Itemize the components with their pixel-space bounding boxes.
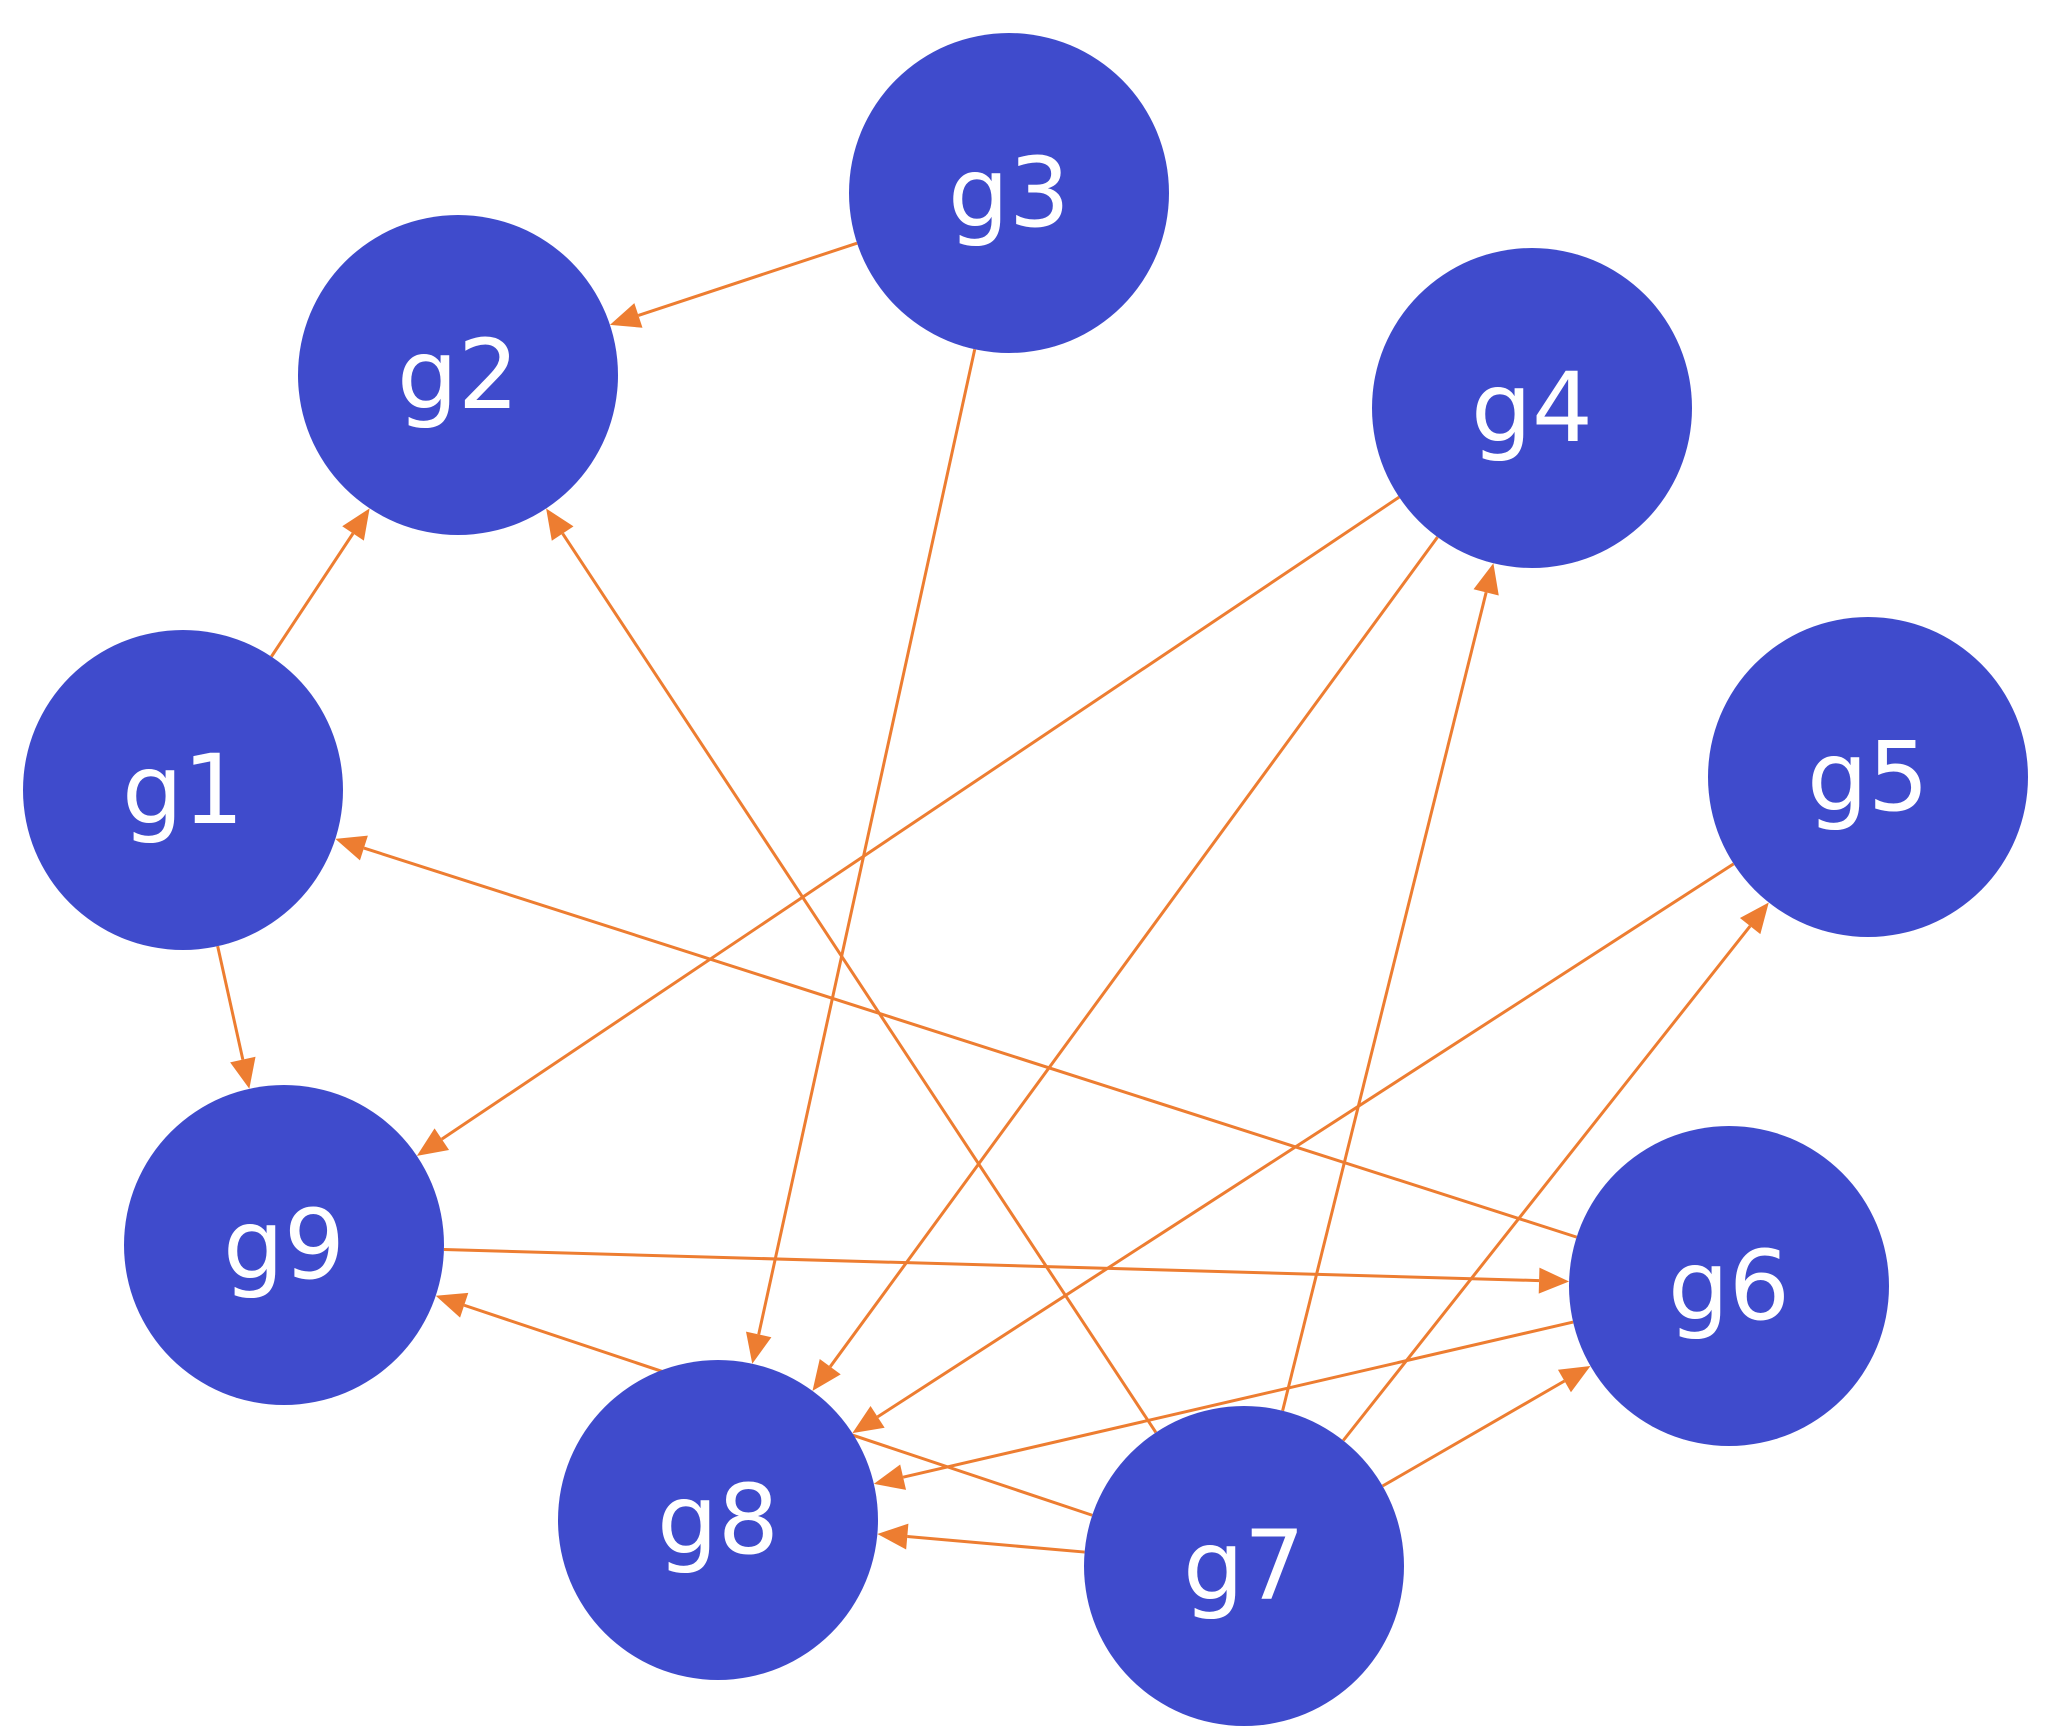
node-g5: g5: [1708, 617, 2028, 937]
arrowhead-g1-to-g2: [342, 508, 370, 541]
edge-g7-to-g4: [1281, 592, 1488, 1412]
node-g3-circle: [849, 33, 1169, 353]
edge-g7-to-g6: [1381, 1379, 1566, 1488]
node-g1-circle: [23, 630, 343, 950]
edges-layer: [216, 241, 1769, 1554]
edge-g6-to-g8: [902, 1320, 1574, 1479]
nodes-layer: g1 g2 g3 g4 g5 g6 g7 g8: [23, 33, 2028, 1726]
arrowhead-g6-to-g8: [873, 1464, 907, 1490]
arrowhead-g4-to-g8: [812, 1359, 841, 1391]
arrowhead-g7-to-g5: [1739, 902, 1769, 935]
node-g9-circle: [124, 1085, 444, 1405]
node-g7: g7: [1084, 1406, 1404, 1726]
arrowhead-g6-to-g1: [335, 835, 368, 861]
edge-g4-to-g9: [440, 495, 1400, 1141]
node-g7-label: g7: [1183, 1510, 1305, 1622]
arrowhead-g5-to-g8: [852, 1405, 885, 1434]
node-g2-label: g2: [397, 319, 519, 431]
edge-g9-to-g6: [443, 1248, 1540, 1283]
edge-g1-to-g2: [270, 532, 355, 658]
edge-g7-to-g8: [907, 1535, 1085, 1554]
arrowhead-g3-to-g2: [609, 303, 643, 328]
arrowhead-g7-to-g9: [435, 1292, 469, 1318]
arrowhead-g7-to-g8: [877, 1523, 909, 1550]
edge-g7-to-g5: [1342, 925, 1752, 1442]
node-g9: g9: [124, 1085, 444, 1405]
arrowhead-g3-to-g8: [746, 1331, 772, 1364]
node-g5-label: g5: [1807, 721, 1929, 833]
edge-g4-to-g8: [829, 536, 1439, 1368]
arrowhead-g7-to-g4: [1473, 563, 1499, 596]
node-g6-circle: [1569, 1126, 1889, 1446]
node-g5-circle: [1708, 617, 2028, 937]
node-g3-label: g3: [948, 137, 1070, 249]
edge-g3-to-g2: [637, 241, 858, 317]
edge-g1-to-g9: [216, 945, 245, 1060]
node-g6-label: g6: [1668, 1230, 1790, 1342]
arrowhead-g4-to-g9: [416, 1128, 450, 1156]
node-g2: g2: [298, 215, 618, 535]
edge-g3-to-g8: [757, 348, 977, 1335]
node-g6: g6: [1569, 1126, 1889, 1446]
node-g9-label: g9: [223, 1189, 345, 1301]
edge-g6-to-g1: [363, 846, 1578, 1239]
node-g4: g4: [1372, 248, 1692, 568]
arrowhead-g7-to-g2: [546, 508, 574, 541]
arrowhead-g7-to-g6: [1557, 1365, 1591, 1393]
node-g8-circle: [558, 1360, 878, 1680]
node-g4-label: g4: [1471, 352, 1593, 464]
node-g2-circle: [298, 215, 618, 535]
edge-g5-to-g8: [876, 862, 1735, 1419]
edge-g7-to-g2: [561, 532, 1158, 1434]
node-g4-circle: [1372, 248, 1692, 568]
arrowhead-g1-to-g9: [230, 1056, 256, 1089]
node-g1: g1: [23, 630, 343, 950]
arrowhead-g9-to-g6: [1538, 1267, 1570, 1294]
node-g7-circle: [1084, 1406, 1404, 1726]
node-g1-label: g1: [122, 734, 244, 846]
node-g8-label: g8: [657, 1464, 779, 1576]
node-g8: g8: [558, 1360, 878, 1680]
node-g3: g3: [849, 33, 1169, 353]
